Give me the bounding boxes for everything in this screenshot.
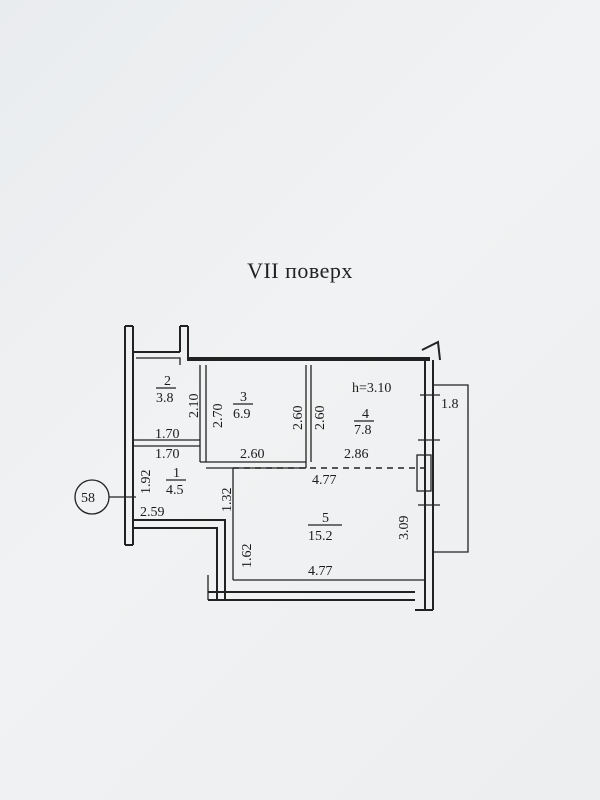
dim-room5-left-lower: 1.62: [240, 544, 255, 569]
dim-room5-bottom-width: 4.77: [308, 564, 333, 579]
balcony-outline: [433, 384, 469, 553]
dim-room3-width: 2.60: [240, 447, 265, 462]
room-4-number: 4: [362, 407, 369, 422]
room-1-number: 1: [173, 466, 180, 481]
dim-room1-height: 1.92: [139, 470, 154, 495]
room-5-area: 15.2: [308, 529, 333, 544]
dim-room5-left-upper: 1.32: [220, 488, 235, 513]
dim-room2-height: 2.10: [187, 394, 202, 419]
window-marks: [416, 394, 440, 506]
apartment-number: 58: [81, 491, 95, 506]
dim-room2-width: 1.70: [155, 427, 180, 442]
dim-balcony-width: 1.8: [441, 397, 459, 412]
room-2-number: 2: [164, 374, 171, 389]
dim-room5-top-width: 4.77: [312, 473, 337, 488]
room-2-area: 3.8: [156, 391, 174, 406]
floor-title: VII поверх: [247, 258, 353, 283]
dim-room3-height: 2.70: [211, 404, 226, 429]
dim-room1-top: 1.70: [155, 447, 180, 462]
dim-room4-width: 2.86: [344, 447, 369, 462]
room-1-area: 4.5: [166, 483, 184, 498]
dim-room5-right: 3.09: [397, 516, 412, 541]
dim-room4-height: 2.60: [313, 406, 328, 431]
dim-room1-width: 2.59: [140, 505, 165, 520]
walls: [124, 325, 441, 611]
room-4-area: 7.8: [354, 423, 372, 438]
room-3-area: 6.9: [233, 407, 251, 422]
room-5-number: 5: [322, 511, 329, 526]
ceiling-height: h=3.10: [352, 381, 391, 396]
room-3-number: 3: [240, 390, 247, 405]
dim-room3-right-height: 2.60: [291, 406, 306, 431]
